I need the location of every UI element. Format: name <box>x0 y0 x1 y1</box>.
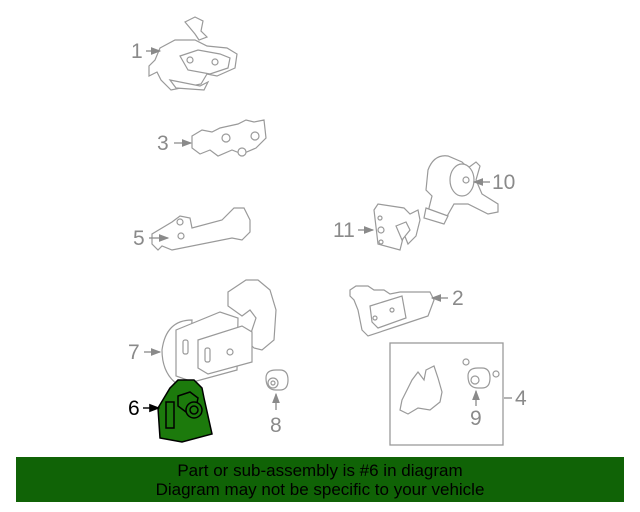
banner-line-part: Part or sub-assembly is #6 in diagram <box>177 461 463 480</box>
callout-label-1[interactable]: 1 <box>131 40 143 63</box>
part-9-bushing[interactable] <box>467 367 491 389</box>
callout-label-5[interactable]: 5 <box>133 227 145 250</box>
part-10-mount[interactable] <box>423 155 499 225</box>
callout-label-6[interactable]: 6 <box>128 397 140 420</box>
part-5-bracket[interactable] <box>151 207 251 251</box>
part-3-bracket[interactable] <box>191 119 267 157</box>
part-8-bushing[interactable] <box>265 369 289 391</box>
callout-label-9[interactable]: 9 <box>470 407 482 430</box>
callout-label-7[interactable]: 7 <box>128 341 140 364</box>
part-6-mount-highlighted[interactable] <box>157 379 213 443</box>
callout-label-8[interactable]: 8 <box>270 414 282 437</box>
info-banner: Part or sub-assembly is #6 in diagram Di… <box>16 457 624 502</box>
callout-label-10[interactable]: 10 <box>492 171 516 194</box>
callout-label-2[interactable]: 2 <box>452 287 464 310</box>
part-11-bracket[interactable] <box>373 203 421 251</box>
part-7-bracket[interactable] <box>161 279 277 391</box>
banner-line-disclaimer: Diagram may not be specific to your vehi… <box>155 480 485 499</box>
callout-label-11[interactable]: 11 <box>333 219 355 242</box>
part-4-assembly[interactable] <box>399 358 500 415</box>
assembly-4-box[interactable] <box>389 342 504 446</box>
parts-diagram <box>143 16 512 446</box>
part-2-bracket[interactable] <box>349 285 435 337</box>
callout-label-4[interactable]: 4 <box>515 387 527 410</box>
callout-label-3[interactable]: 3 <box>157 132 169 155</box>
part-1-mount[interactable] <box>148 16 238 91</box>
